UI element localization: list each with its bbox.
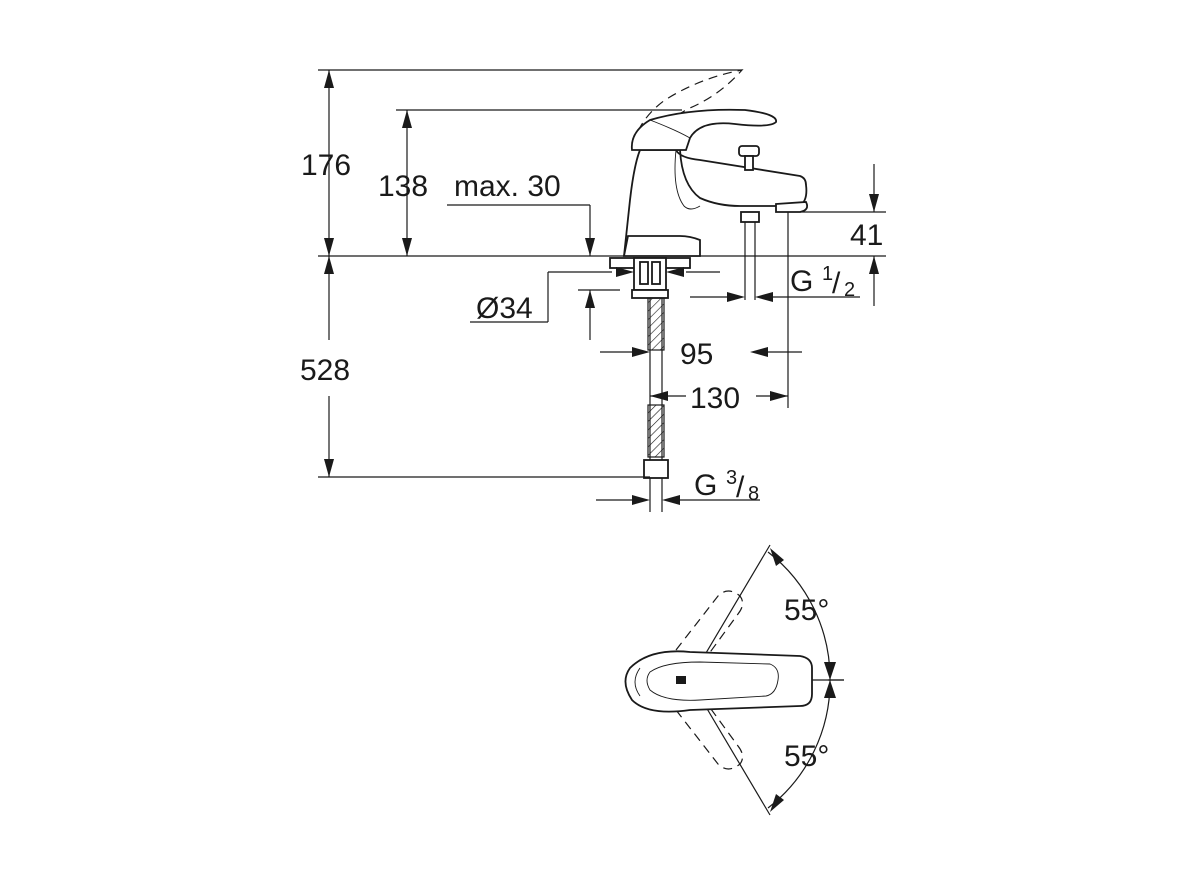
label-angle-lower: 55° [784, 740, 829, 773]
label-thread-outlet-g: G [790, 265, 813, 298]
label-41: 41 [850, 219, 883, 252]
dimension-thread-inlet: G 3 / 8 [596, 467, 760, 505]
lever-top [624, 650, 813, 713]
label-130: 130 [690, 382, 740, 415]
label-diameter-34: Ø34 [476, 292, 533, 325]
label-thread-outlet-num: 1 [822, 263, 833, 285]
label-thread-inlet-den: 8 [748, 483, 759, 505]
hose-lower [647, 404, 665, 458]
dimension-spout-height: 41 [800, 164, 886, 306]
hose-nut [643, 459, 669, 479]
label-95: 95 [680, 338, 713, 371]
label-max-30: max. 30 [454, 170, 561, 203]
label-528: 528 [300, 354, 350, 387]
dimension-max-deck: max. 30 [447, 170, 595, 256]
dimension-thread-outlet: G 1 / 2 [690, 263, 860, 302]
label-176: 176 [301, 149, 351, 182]
label-thread-outlet-slash: / [832, 267, 841, 300]
label-thread-inlet-slash: / [736, 471, 745, 504]
dimension-spout-offset: 95 [600, 338, 802, 371]
lever-position-upper [675, 590, 744, 667]
label-thread-inlet-g: G [694, 469, 717, 502]
side-view: 176 138 max. 30 [300, 69, 886, 512]
label-138: 138 [378, 170, 428, 203]
lever-position-lower [675, 693, 744, 770]
lever-indicator [676, 676, 686, 684]
dimension-total-height: 176 [301, 69, 742, 256]
faucet-body [622, 69, 809, 408]
label-angle-upper: 55° [784, 594, 829, 627]
dimension-hole-diameter: Ø34 [470, 267, 720, 340]
dimension-hose-length: 528 [300, 256, 650, 478]
label-thread-outlet-den: 2 [844, 279, 855, 301]
dimension-lever-height: 138 [378, 109, 682, 256]
hose-upper [647, 297, 665, 351]
mounting-hardware [609, 257, 691, 512]
top-view: 55° 55° [624, 544, 844, 816]
dimension-spout-reach: 130 [650, 382, 788, 415]
label-thread-inlet-num: 3 [726, 467, 737, 489]
